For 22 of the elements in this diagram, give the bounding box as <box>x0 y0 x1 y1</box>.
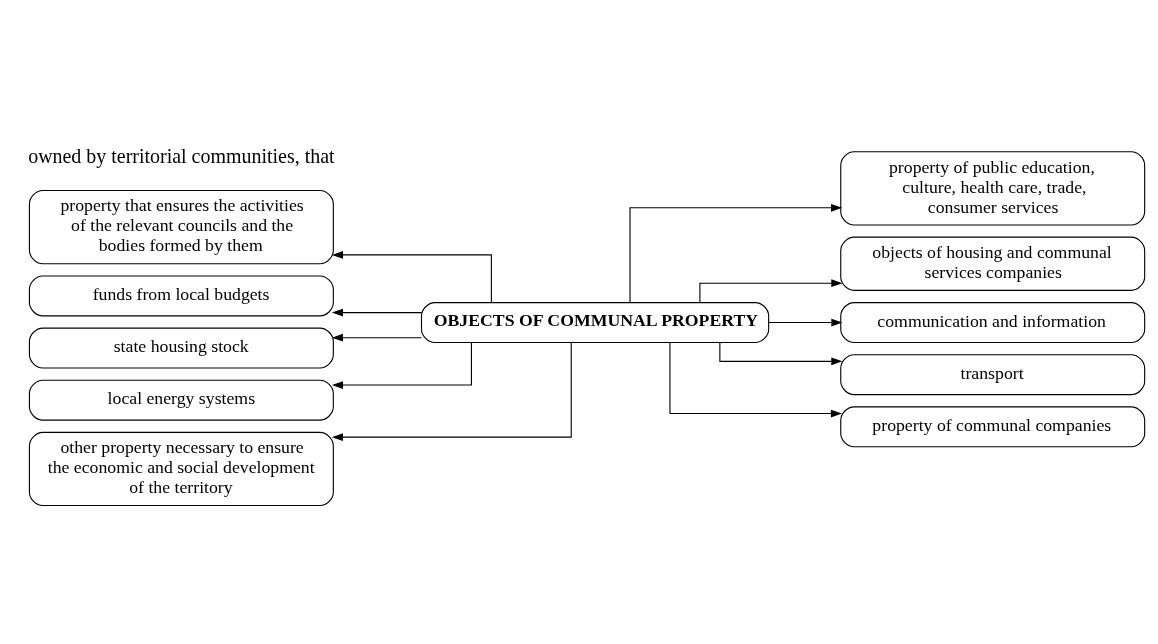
arrow <box>331 251 492 303</box>
label: owned by territorial communities, that <box>28 145 335 168</box>
node-box: property of communal companies <box>840 406 1146 448</box>
arrow <box>331 308 422 317</box>
node-box: property that ensures the activities of the relevant councils and the bodies formed by them <box>28 190 334 265</box>
arrow <box>669 342 842 418</box>
node-box: other property necessary to ensure the economic and social development of the territory <box>28 431 334 507</box>
arrow <box>768 318 843 327</box>
node-box: objects of housing and communal services companies <box>840 236 1146 291</box>
node-box: communication and information <box>840 302 1146 344</box>
node-box: transport <box>840 354 1146 396</box>
node-box: property of public education, culture, health care, trade, consumer services <box>840 151 1146 226</box>
node-box: local energy systems <box>28 379 334 421</box>
arrow <box>331 333 422 342</box>
node-box: OBJECTS OF COMMUNAL PROPERTY <box>420 302 770 344</box>
arrow <box>719 342 843 366</box>
node-box: funds from local budgets <box>28 275 334 317</box>
node-box: state housing stock <box>28 327 334 369</box>
arrow <box>331 342 572 442</box>
arrow <box>331 342 472 389</box>
arrow <box>699 279 843 303</box>
arrow <box>629 203 843 304</box>
